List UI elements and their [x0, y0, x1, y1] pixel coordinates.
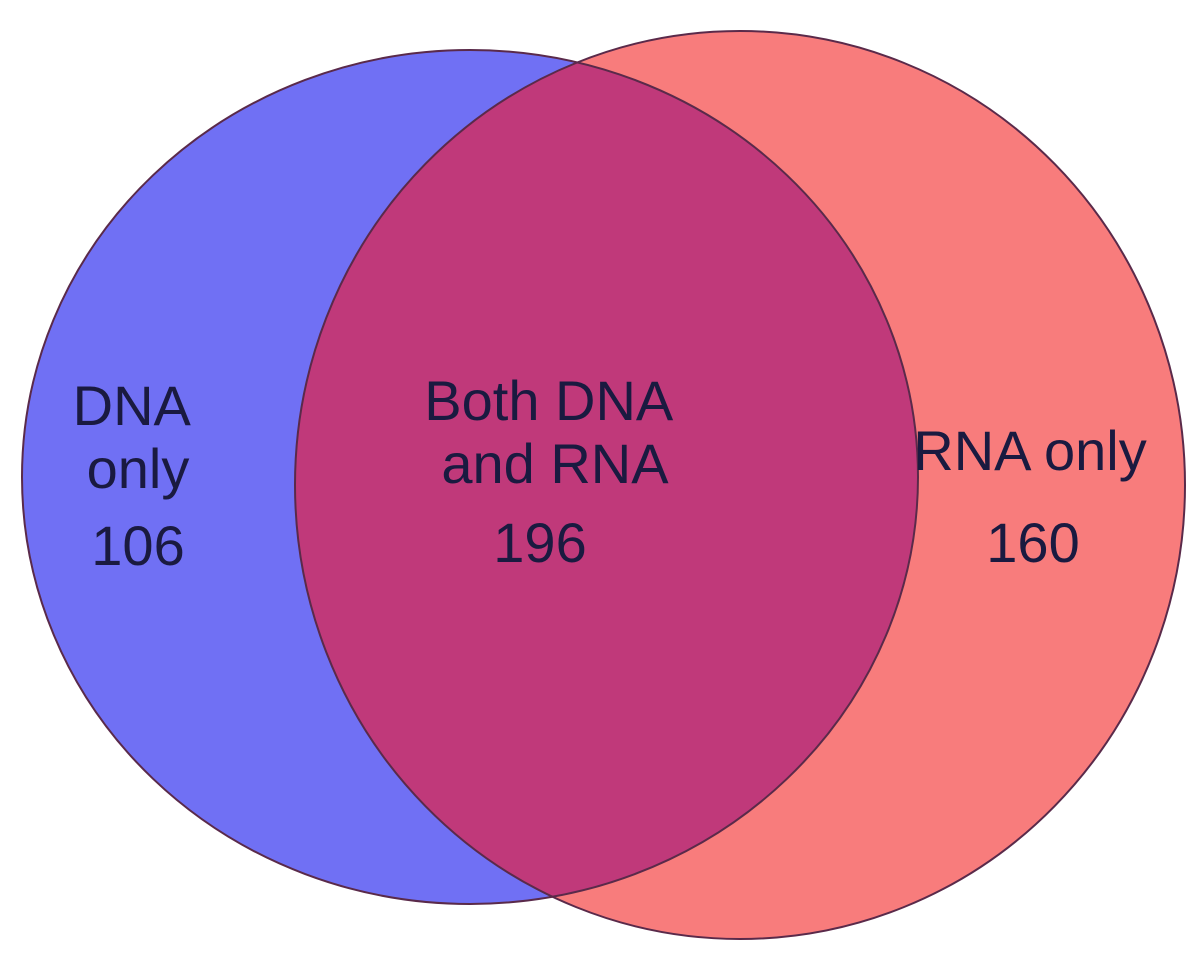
dna-only-label: DNA only: [73, 374, 204, 500]
dna-only-line-1: DNA: [73, 374, 192, 437]
dna-only-line-2: only: [87, 437, 190, 500]
both-line-2: and RNA: [441, 432, 669, 495]
both-label: Both DNA and RNA: [424, 369, 685, 495]
both-count: 196: [493, 511, 586, 574]
dna-set-outline: [21, 49, 919, 905]
rna-only-label: RNA only: [913, 419, 1146, 482]
intersection-region: [295, 50, 918, 904]
dna-only-count: 106: [91, 514, 184, 577]
rna-only-count: 160: [986, 511, 1079, 574]
both-line-1: Both DNA: [424, 369, 674, 432]
rna-set-outline: [294, 30, 1186, 940]
